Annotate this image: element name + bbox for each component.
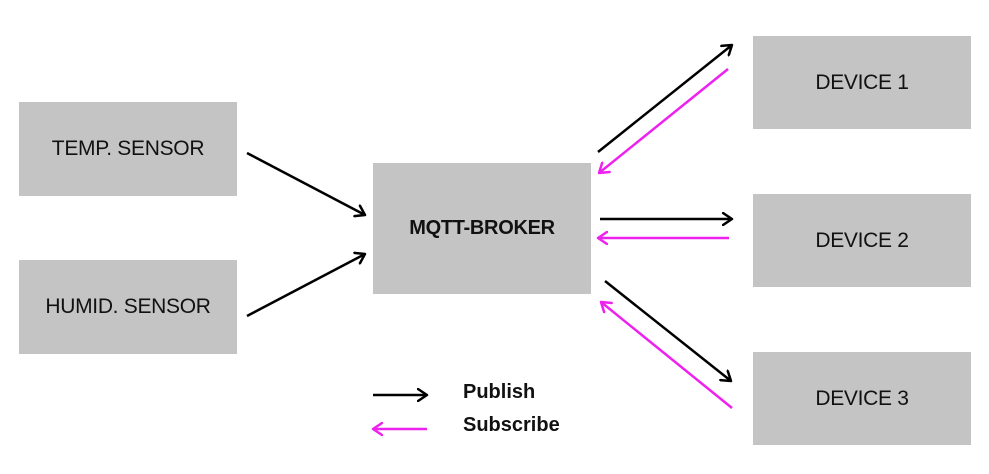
publish-arrow-temp-to-broker — [246, 151, 365, 215]
device-2-node: DEVICE 2 — [753, 194, 971, 287]
humid-sensor-node: HUMID. SENSOR — [19, 260, 237, 354]
legend-publish-label: Publish — [463, 381, 536, 403]
device-1-label: DEVICE 1 — [815, 70, 909, 94]
device-3-label: DEVICE 3 — [815, 386, 909, 410]
subscribe-arrow-device-3-to-broker — [601, 302, 733, 409]
temp-sensor-label: TEMP. SENSOR — [51, 137, 205, 160]
mqtt-broker-node: MQTT-BROKER — [373, 163, 591, 294]
legend-subscribe-label: Subscribe — [463, 414, 560, 436]
publish-arrow-broker-to-device-3 — [604, 280, 731, 381]
publish-arrow-humid-to-broker — [246, 254, 365, 318]
device-2-label: DEVICE 2 — [815, 228, 909, 252]
device-1-node: DEVICE 1 — [753, 36, 971, 129]
humid-sensor-label: HUMID. SENSOR — [45, 295, 211, 318]
mqtt-broker-label: MQTT-BROKER — [409, 217, 555, 239]
temp-sensor-node: TEMP. SENSOR — [19, 102, 237, 196]
device-3-node: DEVICE 3 — [753, 352, 971, 445]
publish-arrow-broker-to-device-1 — [597, 45, 732, 153]
subscribe-arrow-device-1-to-broker — [599, 68, 729, 173]
